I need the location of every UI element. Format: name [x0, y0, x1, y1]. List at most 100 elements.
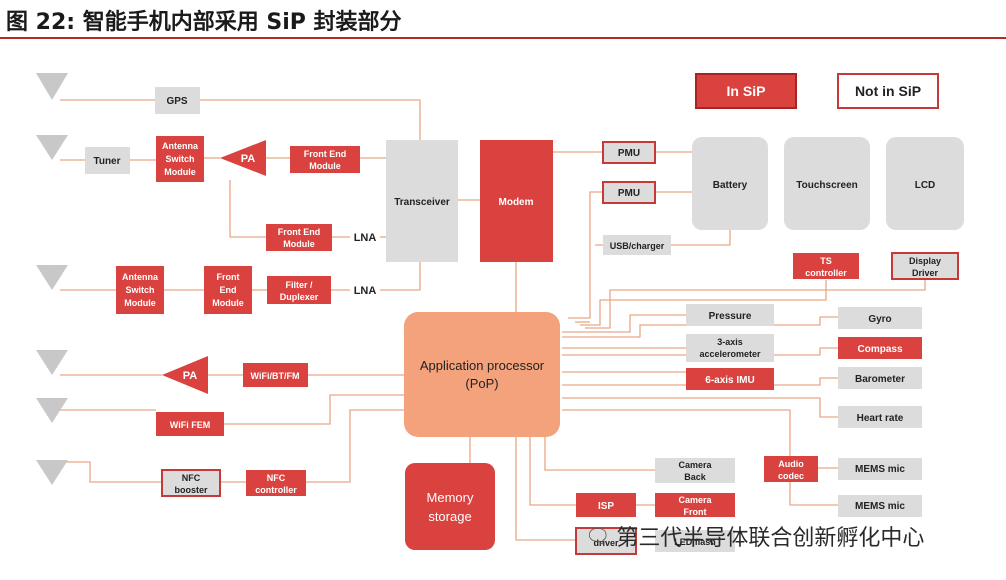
fem1-line2: Module — [309, 161, 341, 171]
switch1-box — [156, 136, 204, 182]
compass-box — [838, 337, 922, 359]
nfc-booster-box — [161, 469, 221, 497]
ledflash-label: LED flash — [674, 537, 716, 547]
battery-label: Battery — [713, 180, 748, 191]
fem3-line1: Front — [217, 272, 240, 282]
led-driver-label: driver — [593, 538, 619, 548]
antenna-icon — [36, 350, 68, 375]
ap-led-line — [515, 437, 576, 541]
fem3-line2: End — [220, 285, 237, 295]
display-line1: Display — [909, 256, 941, 266]
ap-camback-line — [544, 437, 655, 471]
gps-line — [60, 99, 421, 140]
camback-box — [655, 458, 735, 483]
nfcctrl-line2: controller — [255, 485, 297, 495]
display-line2: Driver — [912, 268, 939, 278]
fem1-box — [290, 146, 360, 173]
ap-wififem-line — [60, 394, 404, 425]
camback-line2: Back — [684, 472, 707, 482]
pa2-label: PA — [183, 370, 198, 382]
wififem-box — [156, 412, 224, 436]
ap-isp-line — [529, 437, 576, 506]
switch2-line2: Switch — [125, 285, 154, 295]
modem-label: Modem — [499, 197, 534, 208]
tuner-box — [85, 147, 130, 174]
lna2-trx-line — [380, 262, 421, 291]
modem-box — [480, 140, 553, 262]
antenna-icon — [36, 135, 68, 160]
display-driver-box — [891, 252, 959, 280]
accel-line1: 3-axis — [717, 337, 743, 347]
ap-line2: (PoP) — [465, 376, 498, 391]
watermark-text: 第三代半导体联合创新孵化中心 — [616, 526, 925, 551]
app-processor-box — [404, 312, 560, 437]
in-sip-label: In SiP — [727, 83, 766, 99]
camfront-box — [655, 493, 735, 517]
gps-label: GPS — [166, 96, 187, 107]
lna1-label: LNA — [354, 232, 377, 244]
lna2-label: LNA — [354, 285, 377, 297]
accel-box — [686, 334, 774, 362]
battery-box — [692, 137, 768, 230]
camback-line1: Camera — [678, 460, 712, 470]
sip-block-diagram: LNA LNA In SiP Not in SiP GPS Tuner PA T… — [36, 73, 964, 555]
in-sip-legend — [695, 73, 797, 109]
memsmic2-label: MEMS mic — [855, 501, 905, 512]
gyro-label: Gyro — [868, 314, 891, 325]
led-driver-box — [575, 527, 637, 555]
fem2-box — [266, 224, 332, 251]
audio-line2: codec — [778, 471, 804, 481]
wechat-icon: 🗨 — [585, 524, 611, 548]
ap-audio-line — [562, 409, 791, 456]
transceiver-box — [386, 140, 458, 262]
audio-mic-lines — [789, 467, 838, 506]
pmu2-label: PMU — [618, 188, 640, 199]
memory-line1: Memory — [427, 490, 474, 505]
ap-ts-line — [580, 280, 827, 326]
audio-line1: Audio — [778, 459, 804, 469]
filter-line1: Filter / — [285, 280, 313, 290]
antennas — [36, 73, 68, 485]
antenna-icon — [36, 73, 68, 100]
antenna-icon — [36, 265, 68, 290]
filter-box — [267, 276, 331, 304]
pa1-triangle — [220, 140, 266, 176]
memsmic2-box — [838, 495, 922, 517]
audio-codec-box — [764, 456, 818, 482]
switch2-line1: Antenna — [122, 272, 159, 282]
pmu1-label: PMU — [618, 148, 640, 159]
accel-line2: accelerometer — [699, 349, 761, 359]
wififem-label: WiFi FEM — [170, 420, 210, 430]
memory-line2: storage — [428, 509, 471, 524]
switch1-line2: Switch — [165, 154, 194, 164]
fem2-line2: Module — [283, 239, 315, 249]
ts-line1: TS — [820, 256, 832, 266]
pressure-label: Pressure — [709, 311, 752, 322]
antenna-icon — [36, 460, 68, 485]
imu-label: 6-axis IMU — [705, 375, 754, 386]
compass-label: Compass — [857, 344, 902, 355]
camfront-line2: Front — [684, 507, 707, 517]
ap-usb-line — [575, 230, 731, 323]
pa1-label: PA — [241, 153, 256, 165]
transceiver-label: Transceiver — [394, 197, 450, 208]
switch2-box — [116, 266, 164, 314]
pmu1-box — [602, 141, 656, 164]
fem3-box — [204, 266, 252, 314]
gps-box — [155, 87, 200, 114]
memory-box — [405, 463, 495, 550]
touchscreen-box — [784, 137, 870, 230]
imu-box — [686, 368, 774, 390]
watermark: 🗨 第三代半导体联合创新孵化中心 — [585, 520, 924, 552]
tuner-label: Tuner — [93, 156, 120, 167]
title-underline — [0, 37, 1006, 39]
not-in-sip-legend — [837, 73, 939, 109]
barometer-label: Barometer — [855, 374, 905, 385]
fem1-line1: Front End — [304, 149, 347, 159]
switch-fem2-line — [229, 180, 266, 238]
isp-box — [576, 493, 636, 517]
outlined-boxes — [161, 73, 959, 555]
ledflash-box — [655, 530, 735, 552]
lcd-label: LCD — [915, 180, 936, 191]
memsmic1-box — [838, 458, 922, 480]
